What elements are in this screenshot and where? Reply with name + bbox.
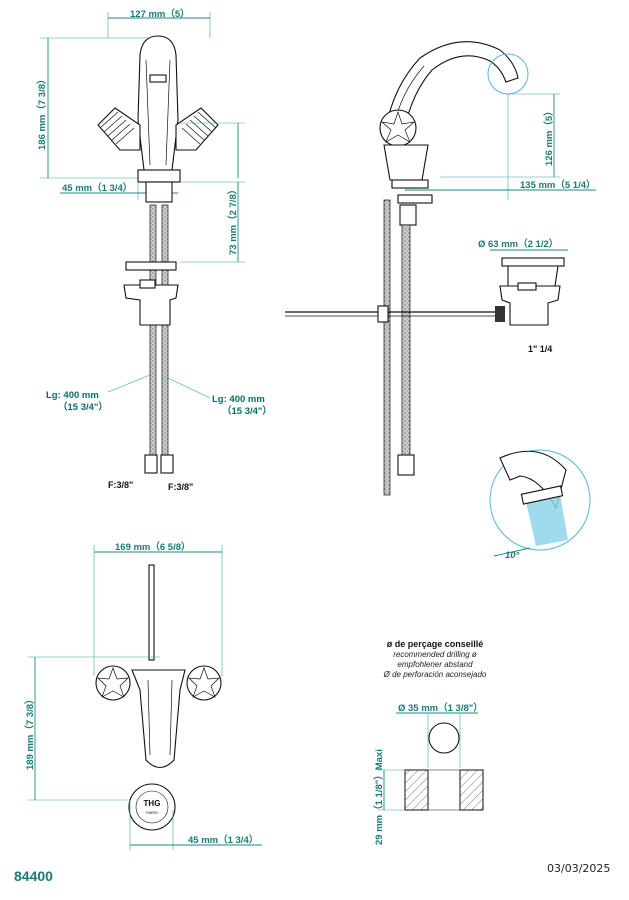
waste-body [499, 285, 561, 326]
spout [383, 41, 519, 141]
shank-top [145, 181, 173, 203]
document-date: 03/03/2025 [547, 862, 611, 875]
label-hose-left-in: （15 3/4"） [58, 401, 108, 413]
dim-front-shank: 73 mm（2 7/8） [227, 185, 239, 255]
side-handle [379, 109, 417, 147]
aerator-detail: 10° [489, 449, 591, 561]
water-jet [526, 494, 568, 546]
drilling-de: empfohlener abstand [397, 660, 473, 669]
dim-waste-diameter: Ø 63 mm（2 1/2） [478, 238, 558, 250]
faucet-body [137, 35, 179, 175]
side-hose-2 [401, 224, 411, 458]
top-spout [131, 669, 186, 769]
waste-flange [501, 257, 565, 267]
countertop-left [404, 769, 429, 811]
top-handle-left [95, 665, 131, 701]
dim-drill-diameter: Ø 35 mm（1 3/8"） [398, 702, 483, 714]
drill-hole-circle [428, 722, 460, 754]
side-body [383, 144, 429, 181]
popup-rod-top [148, 564, 155, 661]
label-waste-thread: 1" 1/4 [528, 344, 552, 354]
drilling-section: ø de perçage conseillé recommended drill… [373, 639, 487, 845]
drilling-es: Ø de perforación aconsejado [383, 670, 487, 679]
countertop-right [459, 769, 484, 811]
dim-front-base: 45 mm（1 3/4） [62, 182, 132, 194]
logo-text: THG [144, 799, 161, 808]
fixing-plate [125, 261, 177, 271]
dim-top-width: 169 mm（6 5/8） [115, 541, 191, 553]
side-view: 126 mm（5） 135 mm（5 1/4） Ø 63 mm（2 1/2） 1… [285, 41, 596, 496]
drilling-en: recommended drilling ø [393, 650, 477, 659]
dim-spout-height: 126 mm（5） [543, 106, 555, 166]
logo-sub: PARIS [146, 810, 158, 815]
label-angle: 10° [505, 550, 520, 561]
faucet-base [137, 169, 181, 183]
right-handle [175, 107, 219, 151]
hose-right [161, 204, 169, 466]
side-hose [383, 199, 391, 496]
drilling-title: ø de perçage conseillé [387, 639, 484, 649]
label-hose-right-in: （15 3/4"） [222, 405, 272, 417]
dim-drill-thickness: 29 mm（1 1/8"）Maxi [373, 749, 385, 845]
aerator [149, 74, 167, 83]
connector-left [144, 454, 158, 474]
fixing-nut [123, 284, 179, 326]
label-conn-right: F:3/8" [168, 482, 193, 492]
top-handle-right [186, 665, 222, 701]
dim-front-height: 186 mm（7 3/8） [36, 74, 48, 150]
label-hose-right: Lg: 400 mm [212, 394, 265, 405]
hose-left [149, 204, 157, 466]
dim-front-width: 127 mm（5） [130, 8, 190, 20]
side-plate [397, 194, 433, 204]
label-hose-left: Lg: 400 mm [46, 390, 99, 401]
front-view: 127 mm（5） 186 mm（7 3/8） 45 mm（1 3/4） [36, 8, 272, 492]
connector-right [160, 454, 174, 474]
dim-top-offset: 45 mm（1 3/4） [188, 834, 258, 846]
label-conn-left: F:3/8" [108, 480, 133, 490]
dim-spout-reach: 135 mm（5 1/4） [520, 179, 596, 191]
left-handle [97, 107, 141, 151]
product-reference: 84400 [14, 868, 53, 884]
dim-top-depth: 189 mm（7 3/8） [24, 694, 36, 770]
top-view: 169 mm（6 5/8） THG PARIS 189 mm（7 3/8） 45… [24, 541, 262, 850]
